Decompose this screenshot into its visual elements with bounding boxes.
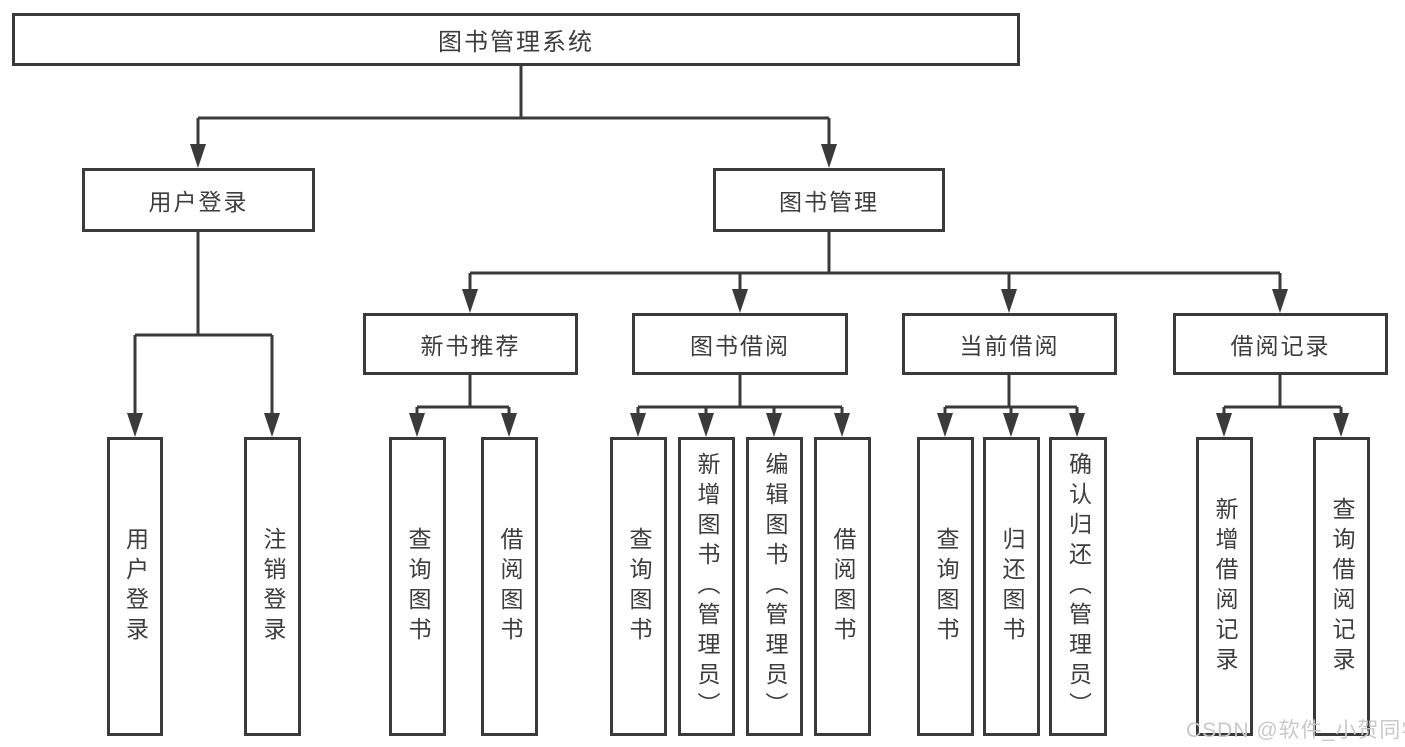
node-book-management: 图书管理 bbox=[713, 168, 945, 232]
leaf-borrow-book-recommend-label: 借阅图书 bbox=[497, 526, 523, 647]
leaf-query-book-recommend: 查询图书 bbox=[389, 437, 446, 736]
leaf-borrow-book-recommend: 借阅图书 bbox=[481, 437, 538, 736]
leaf-query-book-borrow: 查询图书 bbox=[610, 437, 667, 736]
leaf-edit-book-admin-label: 编辑图书（管理员） bbox=[762, 451, 788, 722]
leaf-add-book-admin-label: 新增图书（管理员） bbox=[694, 451, 720, 722]
node-root-label: 图书管理系统 bbox=[438, 29, 594, 56]
node-borrow-records-label: 借阅记录 bbox=[1230, 333, 1331, 359]
leaf-query-borrow-record: 查询借阅记录 bbox=[1313, 437, 1370, 736]
node-current-borrow: 当前借阅 bbox=[902, 313, 1117, 375]
leaf-add-borrow-record: 新增借阅记录 bbox=[1196, 437, 1253, 736]
node-book-borrow-label: 图书借阅 bbox=[690, 333, 790, 359]
csdn-watermark: CSDN @软件_小贺同学 bbox=[1186, 719, 1405, 742]
leaf-user-login-label: 用户登录 bbox=[122, 526, 149, 647]
leaf-query-book-borrow-label: 查询图书 bbox=[626, 526, 652, 647]
leaf-query-book-recommend-label: 查询图书 bbox=[405, 526, 431, 647]
leaf-add-book-admin: 新增图书（管理员） bbox=[678, 437, 735, 736]
leaf-query-book-current-label: 查询图书 bbox=[933, 526, 959, 647]
node-new-book-recommend: 新书推荐 bbox=[363, 313, 578, 375]
leaf-query-borrow-record-label: 查询借阅记录 bbox=[1329, 496, 1355, 677]
node-user-login-label: 用户登录 bbox=[148, 189, 249, 215]
node-borrow-records: 借阅记录 bbox=[1173, 313, 1388, 375]
node-user-login: 用户登录 bbox=[82, 168, 315, 232]
node-book-borrow: 图书借阅 bbox=[632, 313, 848, 375]
leaf-return-book: 归还图书 bbox=[983, 437, 1040, 736]
leaf-confirm-return-admin: 确认归还（管理员） bbox=[1049, 437, 1107, 736]
leaf-edit-book-admin: 编辑图书（管理员） bbox=[746, 437, 803, 736]
node-current-borrow-label: 当前借阅 bbox=[959, 333, 1060, 359]
leaf-borrow-book-label: 借阅图书 bbox=[830, 526, 856, 647]
leaf-return-book-label: 归还图书 bbox=[999, 526, 1025, 647]
node-root: 图书管理系统 bbox=[12, 13, 1020, 66]
leaf-user-login: 用户登录 bbox=[107, 437, 163, 736]
leaf-logout-label: 注销登录 bbox=[260, 526, 286, 647]
node-book-management-label: 图书管理 bbox=[779, 189, 879, 215]
node-new-book-recommend-label: 新书推荐 bbox=[420, 333, 521, 359]
leaf-add-borrow-record-label: 新增借阅记录 bbox=[1212, 496, 1238, 677]
leaf-confirm-return-admin-label: 确认归还（管理员） bbox=[1065, 451, 1092, 722]
leaf-logout: 注销登录 bbox=[244, 437, 301, 736]
leaf-borrow-book: 借阅图书 bbox=[814, 437, 871, 736]
leaf-query-book-current: 查询图书 bbox=[917, 437, 974, 736]
